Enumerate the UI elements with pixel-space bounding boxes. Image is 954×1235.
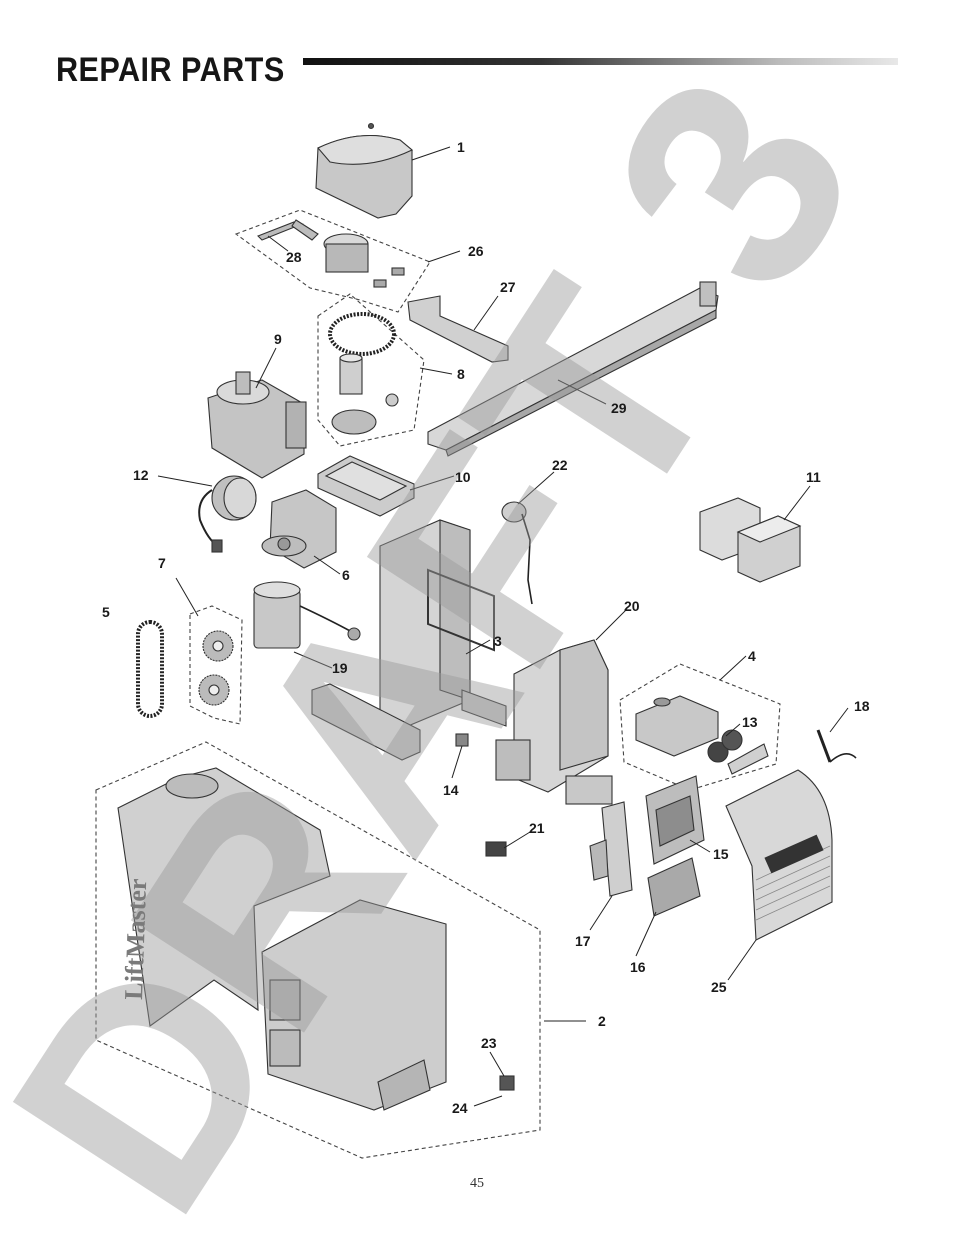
part-label-5: 5: [102, 604, 110, 620]
part-11-batteries: [699, 497, 802, 583]
part-9-gearbox: [207, 371, 307, 479]
part-label-3: 3: [494, 633, 502, 649]
part-label-26: 26: [468, 243, 484, 259]
part-label-24: 24: [452, 1100, 468, 1116]
part-label-10: 10: [455, 469, 471, 485]
part-6-gear-motor: [261, 489, 337, 569]
part-label-15: 15: [713, 846, 729, 862]
part-label-12: 12: [133, 467, 149, 483]
part-label-8: 8: [457, 366, 465, 382]
part-label-27: 27: [500, 279, 516, 295]
page-number: 45: [470, 1176, 484, 1191]
part-7-sprockets: [189, 605, 243, 725]
part-3-frame: [311, 519, 507, 761]
part-1-cover: [315, 122, 414, 219]
part-label-21: 21: [529, 820, 545, 836]
part-26-clamp-kit: [234, 209, 431, 313]
part-20-control-box: [495, 639, 613, 805]
part-label-22: 22: [552, 457, 568, 473]
part-label-13: 13: [742, 714, 758, 730]
part-17-board-bracket: [589, 801, 633, 897]
part-16-receiver-board: [647, 857, 701, 917]
part-label-25: 25: [711, 979, 727, 995]
title-rule: [303, 58, 898, 65]
part-12-motor: [198, 475, 257, 553]
part-18-antenna: [816, 729, 857, 763]
part-29-arm: [427, 281, 719, 457]
part-label-2: 2: [598, 1013, 606, 1029]
part-label-17: 17: [575, 933, 591, 949]
part-21-connector: [485, 841, 507, 857]
part-label-1: 1: [457, 139, 465, 155]
page-header: REPAIR PARTS: [56, 48, 906, 98]
part-label-4: 4: [748, 648, 756, 664]
part-label-11: 11: [806, 469, 821, 485]
part-label-9: 9: [274, 331, 282, 347]
part-25-side-cover: [725, 769, 833, 941]
part-label-19: 19: [332, 660, 348, 676]
part-label-20: 20: [624, 598, 640, 614]
part-label-18: 18: [854, 698, 870, 714]
part-label-16: 16: [630, 959, 646, 975]
part-label-29: 29: [611, 400, 627, 416]
part-label-7: 7: [158, 555, 166, 571]
page-title: REPAIR PARTS: [56, 51, 285, 89]
part-19-drive-motor: [253, 581, 361, 649]
part-label-23: 23: [481, 1035, 497, 1051]
part-label-14: 14: [443, 782, 459, 798]
part-label-28: 28: [286, 249, 302, 265]
part-label-6: 6: [342, 567, 350, 583]
part-23-latch: [499, 1075, 515, 1091]
part-5-chain: [136, 620, 164, 718]
part-8-belt-kit: [317, 293, 425, 447]
brand-logo-text: LiftMaster: [119, 878, 152, 1000]
part-10-tray: [317, 455, 415, 517]
part-2-housing: [95, 741, 541, 1159]
part-27-bracket: [407, 295, 509, 363]
part-22-sensor: [501, 501, 533, 605]
part-15-control-board: [645, 775, 705, 865]
part-4-transformer-kit: [619, 663, 781, 791]
draft-watermark: DRAFT 3: [0, 21, 919, 1235]
